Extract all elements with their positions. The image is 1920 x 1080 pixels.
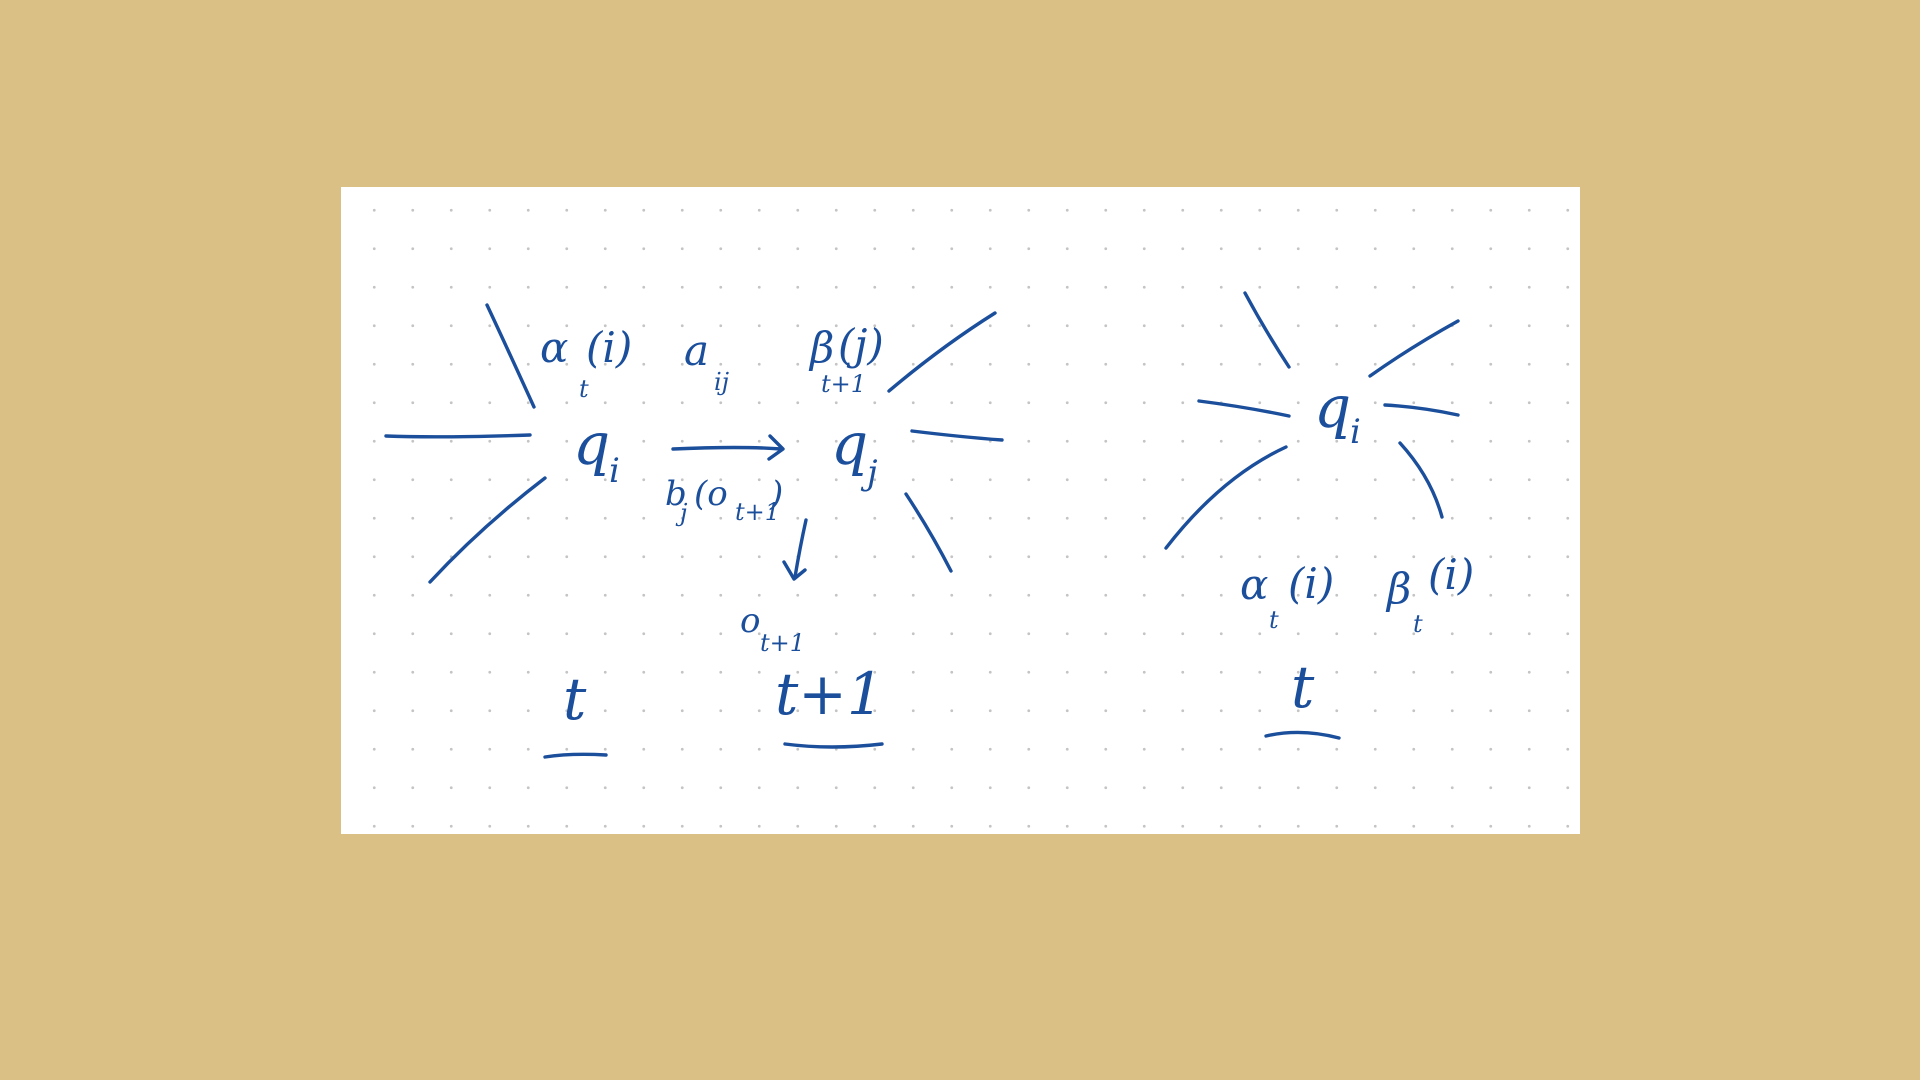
dotted-paper: q i α t (i) a ij b j (o t+1 bbox=[341, 187, 1580, 834]
right-alpha-label: α t (i) bbox=[1240, 559, 1334, 634]
transition-arrow-shaft bbox=[671, 445, 783, 451]
alpha-label: α t (i) bbox=[540, 323, 632, 403]
ray-lower-left bbox=[428, 476, 547, 584]
time-t-plus-1-text: t+1 bbox=[775, 660, 884, 728]
node-qi-symbol: q bbox=[573, 410, 610, 478]
right-node-qi-symbol: q bbox=[1314, 373, 1351, 441]
time-label-t: t bbox=[543, 665, 608, 759]
alpha-subscript: t bbox=[579, 375, 589, 403]
alpha-argument: (i) bbox=[586, 323, 632, 372]
handwritten-diagram: q i α t (i) a ij b j (o t+1 bbox=[384, 291, 1474, 759]
emission-symbol: b bbox=[665, 474, 687, 514]
beta-label: β t+1 (j) bbox=[808, 320, 884, 398]
emission-argument-close: ) bbox=[769, 474, 783, 514]
transition-arrow-head bbox=[767, 434, 785, 461]
time-t-plus-1-underline bbox=[783, 742, 884, 749]
right-time-text: t bbox=[1291, 653, 1315, 721]
right-beta-label: β t (i) bbox=[1385, 550, 1474, 638]
right-time-label: t bbox=[1264, 653, 1341, 740]
ray-right-arrow bbox=[910, 429, 1004, 442]
right-beta-symbol: β bbox=[1385, 564, 1411, 613]
emission-label: b j (o t+1 ) bbox=[665, 474, 783, 527]
transition-subscript: ij bbox=[714, 368, 730, 396]
beta-argument: (j) bbox=[838, 320, 884, 369]
right-node-qi-subscript: i bbox=[1350, 412, 1361, 452]
right-alpha-symbol: α bbox=[1240, 560, 1268, 609]
time-label-t-plus-1: t+1 bbox=[775, 660, 884, 749]
right-ray-lower-left bbox=[1164, 445, 1288, 550]
emission-arrow-shaft bbox=[793, 518, 808, 579]
transition-arrow bbox=[671, 434, 785, 461]
node-qi-subscript: i bbox=[609, 451, 620, 491]
right-beta-argument: (i) bbox=[1428, 550, 1474, 599]
time-t-text: t bbox=[563, 665, 587, 733]
ray-lower-right bbox=[904, 492, 953, 573]
emission-arrow-head bbox=[782, 560, 807, 581]
node-qj: q j bbox=[831, 410, 878, 493]
right-ray-upper-right bbox=[1368, 319, 1460, 378]
right-node-rays bbox=[1164, 291, 1460, 550]
right-time-underline bbox=[1264, 730, 1341, 740]
right-alpha-subscript: t bbox=[1269, 606, 1279, 634]
transition-label: a ij bbox=[684, 326, 730, 396]
node-qi-rays bbox=[384, 303, 547, 584]
emission-arrow bbox=[782, 518, 808, 581]
emission-argument-subscript: t+1 bbox=[735, 498, 780, 526]
observation-symbol: o bbox=[740, 601, 760, 641]
observation-label: o t+1 bbox=[740, 601, 805, 657]
right-beta-subscript: t bbox=[1413, 610, 1423, 638]
right-ray-upper-left bbox=[1243, 291, 1291, 369]
right-ray-left bbox=[1197, 399, 1291, 418]
beta-symbol: β bbox=[808, 323, 834, 372]
observation-subscript: t+1 bbox=[760, 629, 805, 657]
node-qi: q i bbox=[573, 410, 620, 491]
ray-upper-right bbox=[887, 311, 997, 393]
node-qj-rays bbox=[887, 311, 1004, 573]
ray-left bbox=[384, 433, 532, 439]
right-ray-right bbox=[1383, 403, 1460, 417]
right-node-qi: q i bbox=[1314, 373, 1361, 452]
beta-subscript: t+1 bbox=[821, 370, 866, 398]
transition-symbol: a bbox=[684, 326, 709, 375]
right-alpha-argument: (i) bbox=[1288, 559, 1334, 608]
right-ray-lower-right bbox=[1398, 441, 1444, 519]
alpha-symbol: α bbox=[540, 323, 568, 372]
time-t-underline bbox=[543, 752, 608, 759]
node-qj-symbol: q bbox=[831, 410, 868, 478]
ray-upper-left bbox=[485, 303, 536, 409]
emission-argument-open: (o bbox=[694, 474, 728, 514]
